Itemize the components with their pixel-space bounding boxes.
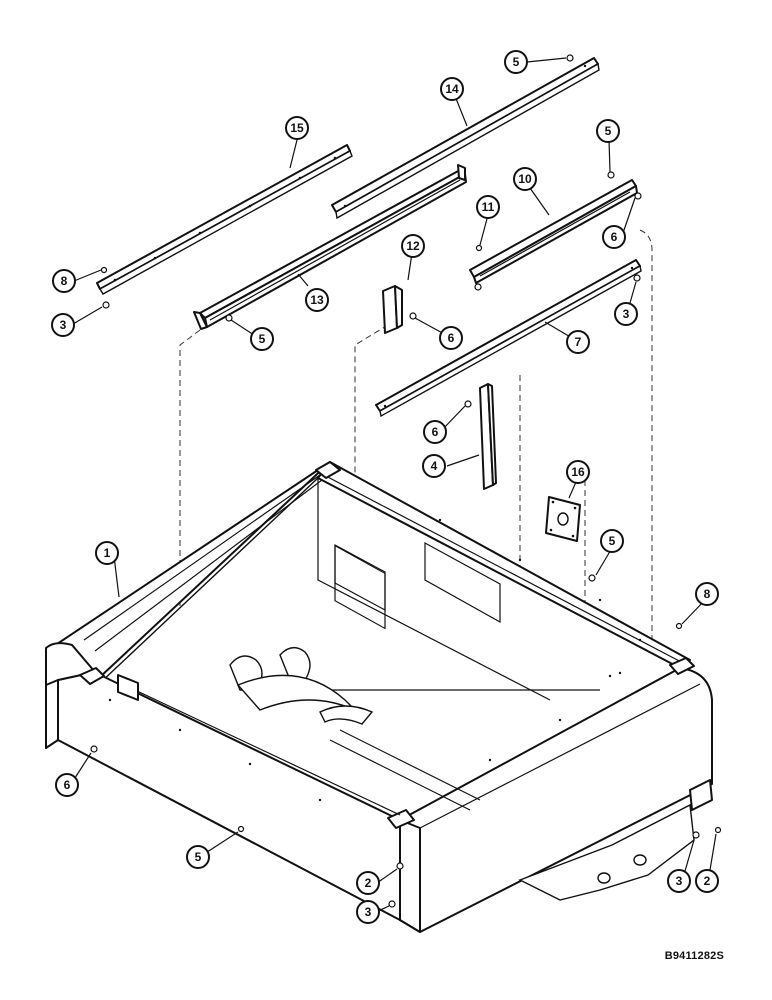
drawing-reference-code: B9411282S bbox=[664, 950, 724, 962]
callout-label: 3 bbox=[676, 874, 683, 888]
callout-label: 11 bbox=[482, 200, 495, 214]
callout-8: 8 bbox=[695, 582, 719, 606]
callout-label: 5 bbox=[259, 332, 266, 346]
callout-label: 3 bbox=[60, 318, 67, 332]
callout-label: 2 bbox=[704, 874, 711, 888]
callout-7: 7 bbox=[566, 330, 590, 354]
callout-5: 5 bbox=[250, 327, 274, 351]
callout-6: 6 bbox=[439, 326, 463, 350]
callout-label: 6 bbox=[611, 230, 618, 244]
callout-label: 14 bbox=[445, 82, 459, 96]
callout-label: 7 bbox=[575, 335, 582, 349]
callout-1: 1 bbox=[95, 541, 119, 565]
callout-label: 5 bbox=[513, 55, 520, 69]
callout-3: 3 bbox=[51, 313, 75, 337]
callout-6: 6 bbox=[55, 773, 79, 797]
rail-part-13 bbox=[193, 164, 467, 330]
callout-5: 5 bbox=[596, 119, 620, 143]
plate-part-16 bbox=[545, 496, 581, 542]
callout-2: 2 bbox=[356, 871, 380, 895]
callout-label: 16 bbox=[571, 465, 585, 479]
callout-label: 12 bbox=[406, 239, 420, 253]
callout-14: 14 bbox=[440, 77, 464, 101]
callout-10: 10 bbox=[513, 167, 537, 191]
callout-4: 4 bbox=[422, 454, 446, 478]
callout-15: 15 bbox=[285, 116, 309, 140]
callout-16: 16 bbox=[566, 460, 590, 484]
bracket-part-10 bbox=[469, 179, 638, 284]
callout-3: 3 bbox=[356, 900, 380, 924]
callout-8: 8 bbox=[52, 269, 76, 293]
bracket-part-12 bbox=[382, 285, 403, 334]
callout-label: 3 bbox=[365, 905, 372, 919]
callout-label: 2 bbox=[365, 876, 372, 890]
rail-part-15 bbox=[96, 144, 353, 295]
callout-3: 3 bbox=[667, 869, 691, 893]
callout-label: 6 bbox=[64, 778, 71, 792]
callout-label: 15 bbox=[290, 121, 304, 135]
hardware-fasteners bbox=[90, 54, 722, 908]
callout-label: 5 bbox=[605, 124, 612, 138]
callout-5: 5 bbox=[186, 845, 210, 869]
callout-3: 3 bbox=[614, 302, 638, 326]
callout-label: 6 bbox=[448, 331, 455, 345]
callout-6: 6 bbox=[602, 225, 626, 249]
callout-label: 8 bbox=[61, 274, 68, 288]
callout-label: 13 bbox=[310, 293, 324, 307]
callout-label: 10 bbox=[518, 172, 532, 186]
callout-label: 1 bbox=[104, 546, 111, 560]
callout-label: 5 bbox=[195, 850, 202, 864]
callout-6: 6 bbox=[423, 420, 447, 444]
callout-label: 3 bbox=[623, 307, 630, 321]
callout-11: 11 bbox=[476, 195, 500, 219]
housing-part-1 bbox=[45, 461, 713, 933]
rail-part-14 bbox=[331, 57, 600, 220]
callout-label: 8 bbox=[704, 587, 711, 601]
callout-5: 5 bbox=[600, 529, 624, 553]
strap-part-7 bbox=[375, 259, 642, 418]
callout-label: 5 bbox=[609, 534, 616, 548]
callout-5: 5 bbox=[504, 50, 528, 74]
callout-12: 12 bbox=[401, 234, 425, 258]
callout-2: 2 bbox=[695, 869, 719, 893]
callout-label: 4 bbox=[431, 459, 438, 473]
strap-part-4 bbox=[479, 383, 497, 490]
callout-13: 13 bbox=[305, 288, 329, 312]
callout-label: 6 bbox=[432, 425, 439, 439]
